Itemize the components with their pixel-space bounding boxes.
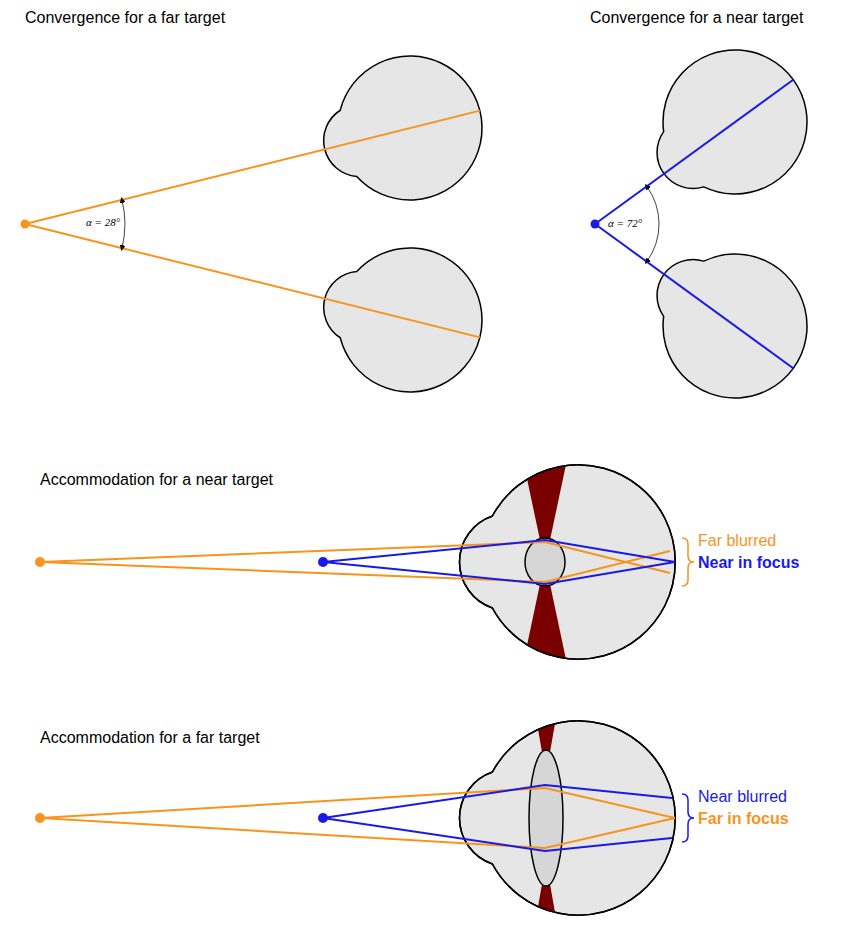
far-target-dot [21, 220, 30, 229]
near-target-dot [318, 813, 328, 823]
light-ray [40, 551, 670, 582]
light-ray [323, 562, 675, 584]
eye-outline [459, 465, 675, 659]
far-target-dot [35, 557, 45, 567]
iris [522, 455, 568, 540]
eye-outline [459, 721, 675, 915]
near-target-dot [318, 557, 328, 567]
lens [529, 750, 563, 886]
light-ray [40, 542, 670, 573]
sight-line [595, 80, 793, 224]
eye-outline [459, 465, 675, 659]
near-target-dot [591, 220, 600, 229]
angle-label: α = 28° [86, 216, 120, 229]
focus-label: Near blurred [698, 787, 787, 806]
far-target-dot [35, 813, 45, 823]
iris [535, 712, 557, 752]
light-ray [323, 818, 672, 851]
iris [535, 884, 557, 924]
focus-label: Far in focus [698, 809, 789, 828]
focus-label: Far blurred [698, 531, 776, 550]
angle-arc [647, 186, 659, 261]
panel-title: Convergence for a far target [25, 8, 225, 27]
bracket [682, 538, 694, 586]
light-ray [323, 540, 675, 562]
iris [522, 584, 568, 669]
panel-title: Convergence for a near target [590, 8, 803, 27]
focus-label: Near in focus [698, 553, 799, 572]
light-ray [323, 785, 672, 818]
bracket [682, 794, 694, 842]
sight-line [25, 111, 480, 224]
eye-outline [459, 721, 675, 915]
angle-label: α = 72° [608, 217, 642, 230]
panel-title: Accommodation for a near target [40, 470, 273, 489]
sight-line [25, 224, 480, 337]
panel-title: Accommodation for a far target [40, 728, 260, 747]
sight-line [595, 224, 793, 368]
angle-arc [122, 200, 125, 248]
